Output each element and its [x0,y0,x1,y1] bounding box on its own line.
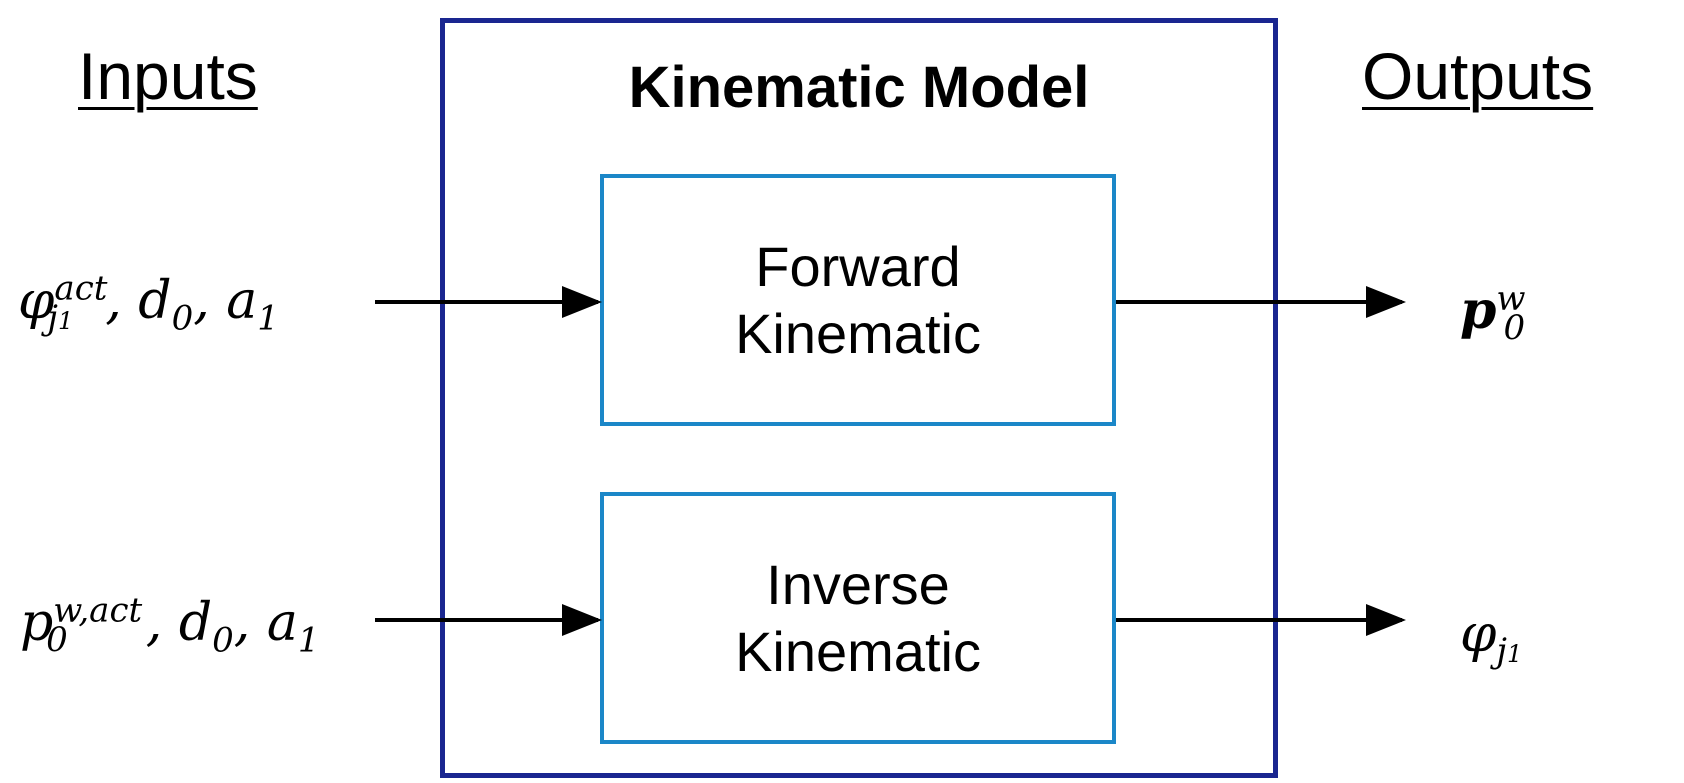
inverse-input-formula: pw,act0, d0, a1 [20,590,320,661]
forward-kinematic-box: Forward Kinematic [600,174,1116,426]
inverse-kinematic-box: Inverse Kinematic [600,492,1116,744]
inputs-heading: Inputs [78,39,258,113]
kinematic-model-box [440,18,1278,778]
forward-box-line2: Kinematic [735,302,981,365]
inverse-box-line1: Inverse [766,552,950,616]
forward-input-formula: φactj1, d0, a1 [18,268,279,339]
outputs-heading: Outputs [1362,39,1594,113]
inverse-box-line2: Kinematic [735,620,981,683]
forward-box-line1: Forward [755,234,961,298]
kinematic-model-title: Kinematic Model [628,55,1090,120]
forward-output-formula: pw0 [1460,278,1526,349]
inverse-output-formula: φj1 [1460,604,1523,672]
